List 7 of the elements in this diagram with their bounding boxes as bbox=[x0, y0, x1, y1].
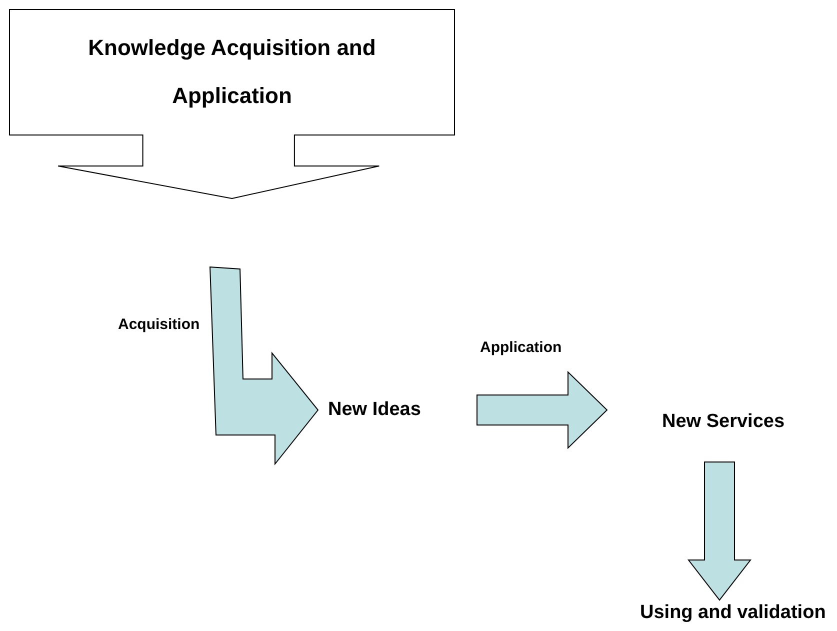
stage-label: Using and validation bbox=[640, 601, 827, 625]
callout-text: Knowledge Acquisition and Application bbox=[87, 34, 377, 110]
block-arrow bbox=[687, 462, 752, 601]
stage-label: New Ideas bbox=[328, 398, 422, 422]
block-arrow bbox=[476, 370, 608, 450]
block-arrow bbox=[209, 266, 319, 466]
stage-label: New Services bbox=[662, 410, 786, 434]
